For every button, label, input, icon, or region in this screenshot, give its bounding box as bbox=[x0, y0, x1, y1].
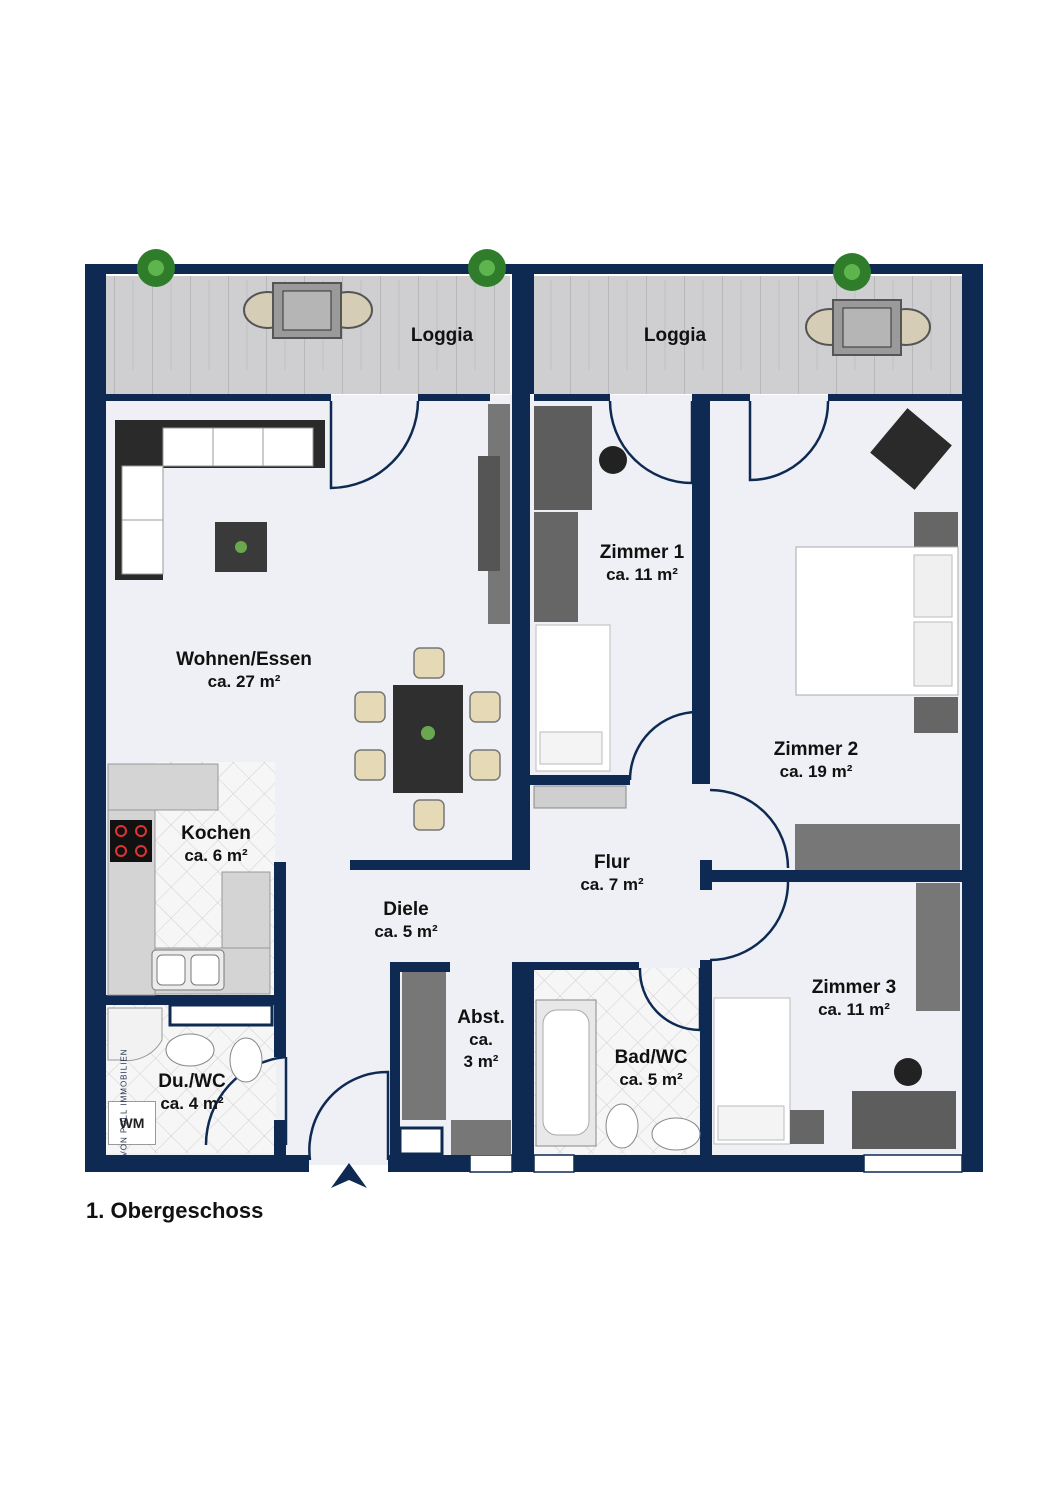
toilet-icon bbox=[605, 1103, 639, 1149]
loggia-table-right bbox=[805, 299, 931, 356]
entrance-arrow-icon bbox=[331, 1163, 367, 1188]
room-area-wohnen: ca. 27 m² bbox=[207, 672, 281, 691]
desk-chair-icon bbox=[894, 1058, 922, 1086]
room-label-abst: Abst. ca. 3 m² bbox=[457, 1007, 505, 1071]
room-area-diele: ca. 5 m² bbox=[374, 922, 438, 941]
room-label-loggia-right: Loggia bbox=[643, 325, 707, 346]
room-label-loggia-left: Loggia bbox=[410, 325, 474, 346]
washing-machine-label: WM bbox=[108, 1101, 156, 1145]
room-label-zimmer1: Zimmer 1 ca. 11 m² bbox=[599, 542, 685, 584]
nightstand bbox=[790, 1110, 824, 1144]
room-area-abst-1: ca. bbox=[469, 1030, 493, 1049]
room-label-bad: Bad/WC ca. 5 m² bbox=[614, 1047, 688, 1089]
desk-chair-icon bbox=[599, 446, 627, 474]
shower-icon bbox=[107, 1007, 163, 1062]
wardrobe bbox=[916, 883, 960, 1011]
tv bbox=[478, 456, 500, 571]
room-label-zimmer2: Zimmer 2 ca. 19 m² bbox=[773, 739, 859, 781]
doors bbox=[204, 400, 830, 1161]
room-area-flur: ca. 7 m² bbox=[580, 875, 644, 894]
floor-title: 1. Obergeschoss bbox=[86, 1198, 264, 1223]
wardrobe bbox=[534, 512, 578, 622]
room-area-bad: ca. 5 m² bbox=[619, 1070, 683, 1089]
desk bbox=[852, 1091, 956, 1149]
nightstand bbox=[914, 512, 958, 548]
stove-icon bbox=[110, 820, 152, 862]
room-area-zimmer3: ca. 11 m² bbox=[818, 1000, 890, 1019]
brand-watermark: VON POLL IMMOBILIEN bbox=[119, 1048, 129, 1157]
washbasin-icon bbox=[651, 1117, 701, 1151]
room-label-flur: Flur ca. 7 m² bbox=[580, 852, 644, 894]
room-label-kochen: Kochen ca. 6 m² bbox=[181, 823, 251, 865]
storage-shelf bbox=[402, 972, 446, 1120]
pillow bbox=[913, 554, 953, 618]
nightstand bbox=[914, 697, 958, 733]
walls bbox=[85, 264, 983, 1172]
room-label-diele: Diele ca. 5 m² bbox=[374, 899, 438, 941]
desk bbox=[534, 406, 592, 510]
room-label-wohnen: Wohnen/Essen ca. 27 m² bbox=[176, 649, 312, 691]
storage-shelf bbox=[168, 1003, 274, 1027]
pillow bbox=[913, 621, 953, 687]
sink-icon bbox=[151, 949, 225, 991]
pillow bbox=[539, 731, 603, 765]
armchair bbox=[870, 408, 952, 490]
bathtub bbox=[535, 999, 597, 1147]
storage-shelf bbox=[451, 1120, 511, 1155]
toilet-icon bbox=[229, 1037, 263, 1083]
room-label-duwc: Du./WC ca. 4 m² bbox=[158, 1071, 226, 1113]
room-area-zimmer1: ca. 11 m² bbox=[606, 565, 678, 584]
wardrobe bbox=[795, 824, 960, 870]
storage-box bbox=[398, 1126, 444, 1156]
room-area-abst-2: 3 m² bbox=[463, 1052, 499, 1071]
room-area-duwc: ca. 4 m² bbox=[160, 1094, 224, 1113]
windows bbox=[469, 1154, 963, 1173]
washbasin-icon bbox=[165, 1033, 215, 1067]
shelf bbox=[533, 785, 627, 809]
pillow bbox=[717, 1105, 785, 1141]
plant-icon bbox=[137, 249, 871, 291]
loggia-table-left bbox=[243, 282, 373, 339]
sofa bbox=[115, 420, 325, 580]
room-area-kochen: ca. 6 m² bbox=[184, 846, 248, 865]
flower-icon bbox=[235, 541, 247, 553]
dining-set bbox=[354, 647, 501, 831]
room-area-zimmer2: ca. 19 m² bbox=[779, 762, 853, 781]
room-label-zimmer3: Zimmer 3 ca. 11 m² bbox=[811, 977, 897, 1019]
